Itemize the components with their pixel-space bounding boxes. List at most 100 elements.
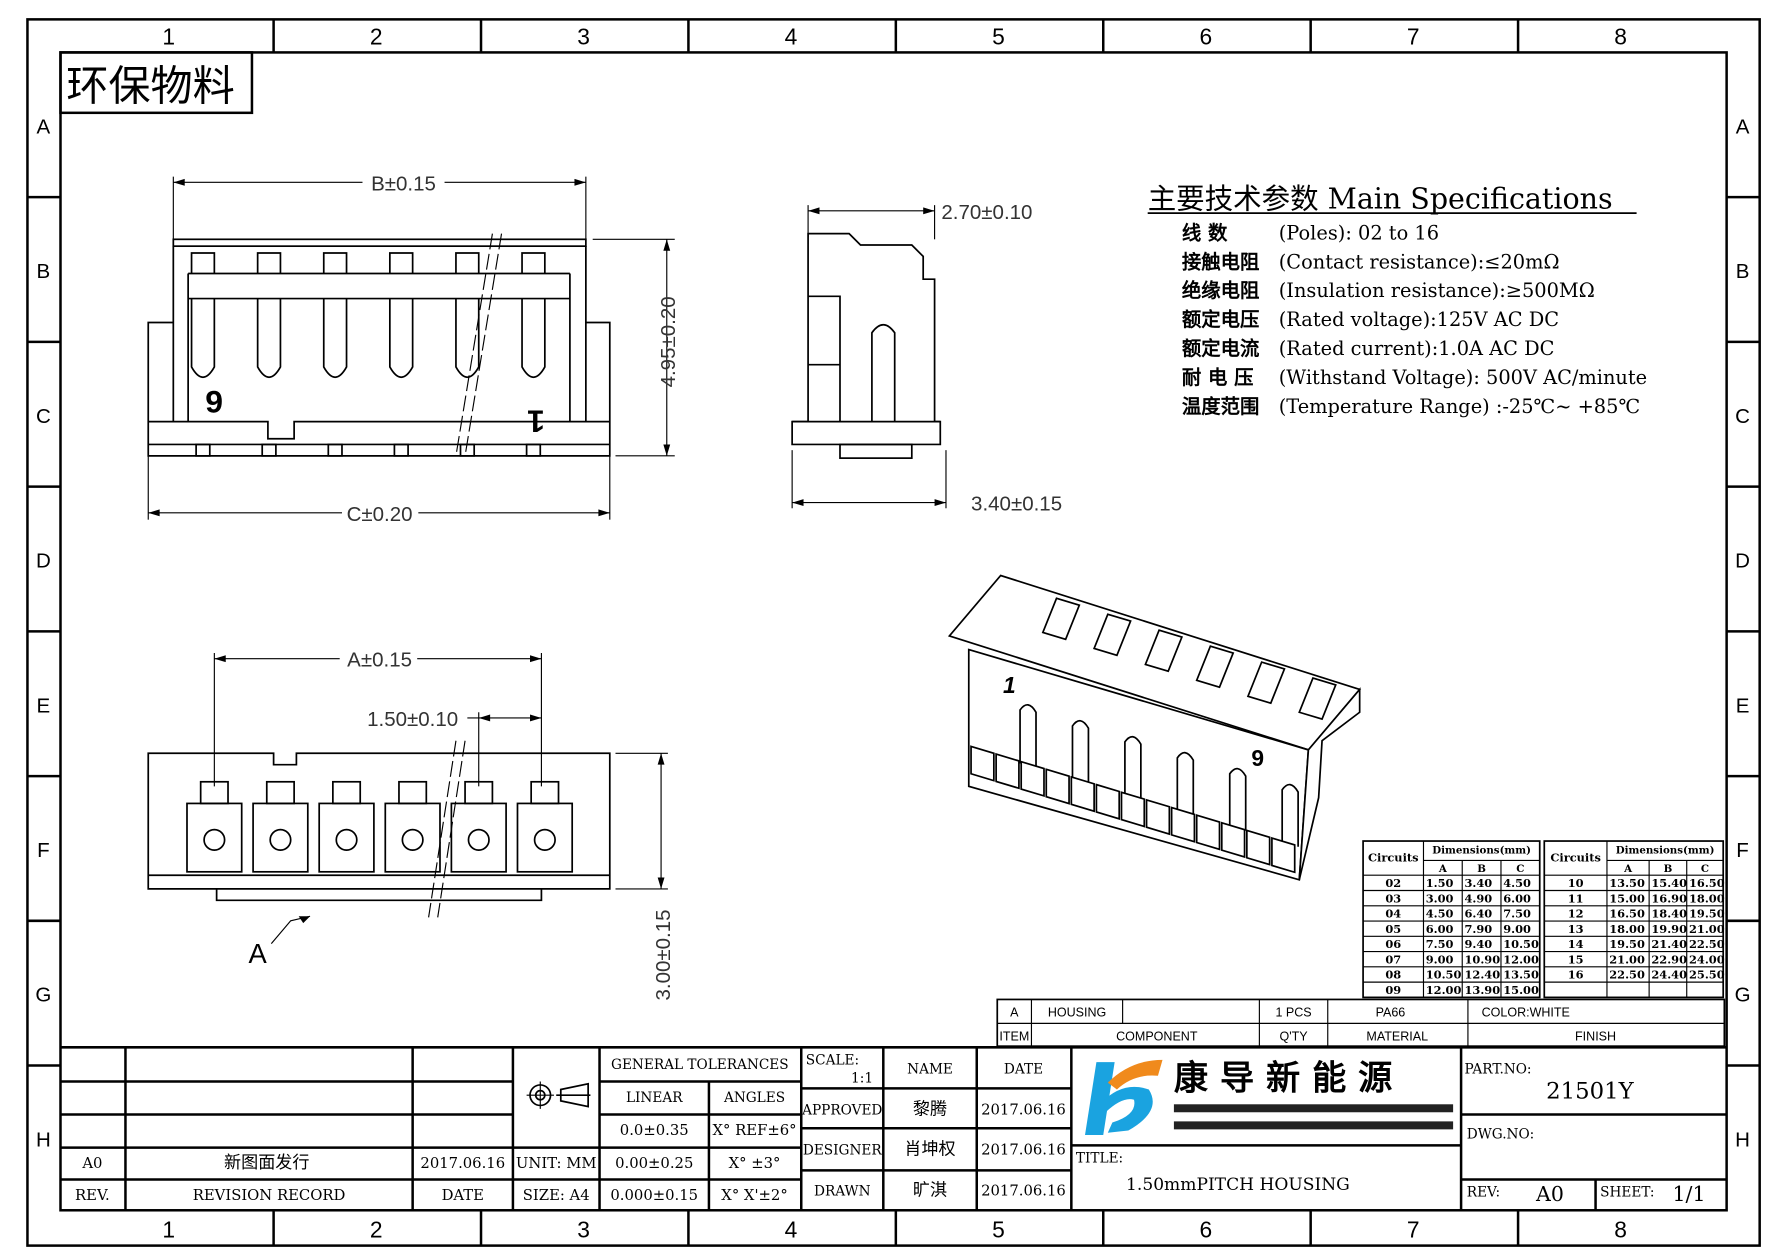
circuit-count: 08 bbox=[1385, 968, 1401, 982]
housing-foot bbox=[327, 443, 343, 457]
dimensions-header: Dimensions(mm) bbox=[1616, 845, 1715, 857]
dimension-value: 22.50 bbox=[1689, 937, 1725, 951]
contact-hole bbox=[467, 828, 490, 852]
front-view: B±0.15 9 1 C±0.20 4.95±0.20 bbox=[147, 172, 680, 526]
revision-date: 2017.06.16 bbox=[420, 1155, 505, 1172]
unit-label: UNIT: MM bbox=[516, 1155, 597, 1172]
circuit-count: 07 bbox=[1385, 952, 1401, 966]
part-qty: 1 PCS bbox=[1275, 1006, 1311, 1020]
part-component: HOUSING bbox=[1048, 1006, 1106, 1020]
tol-angle-3: X° X'±2° bbox=[721, 1187, 787, 1204]
dimension-value: 13.50 bbox=[1503, 968, 1539, 982]
dimension-value: 9.00 bbox=[1426, 952, 1454, 966]
designer-name: 肖坤权 bbox=[904, 1139, 955, 1159]
grid-column-label: 6 bbox=[1199, 1217, 1212, 1243]
iso-tooth bbox=[1120, 791, 1146, 828]
angles-header: ANGLES bbox=[723, 1090, 785, 1106]
dimension-value: 21.00 bbox=[1609, 952, 1645, 966]
housing-tooth bbox=[521, 252, 546, 274]
rev-value: A0 bbox=[1535, 1182, 1564, 1206]
dimension-value: 24.40 bbox=[1651, 968, 1687, 982]
spec-label-cn: 耐 电 压 bbox=[1182, 366, 1254, 389]
contact-tab bbox=[332, 780, 362, 805]
iso-tooth bbox=[1095, 783, 1121, 820]
drawing-title: 1.50mmPITCH HOUSING bbox=[1126, 1175, 1350, 1195]
housing-tooth bbox=[455, 252, 480, 274]
circuit-count: 03 bbox=[1385, 891, 1401, 905]
scale-value: 1:1 bbox=[851, 1071, 873, 1087]
housing-foot bbox=[393, 443, 409, 457]
iso-tooth bbox=[1271, 836, 1296, 874]
grid-row-label: B bbox=[1736, 260, 1750, 283]
grid-row-label: F bbox=[37, 839, 50, 862]
dwg-no-label: DWG.NO: bbox=[1467, 1126, 1535, 1142]
dimension-value: 9.00 bbox=[1503, 922, 1531, 936]
iso-slot bbox=[1228, 767, 1247, 831]
dim-col-header: A bbox=[1623, 863, 1633, 875]
circuit-count: 13 bbox=[1568, 922, 1584, 936]
iso-tooth bbox=[1045, 768, 1070, 805]
header-qty: Q'TY bbox=[1280, 1029, 1309, 1043]
contact-hole bbox=[401, 828, 424, 852]
dimension-value: 13.90 bbox=[1465, 983, 1501, 997]
tol-angle-2: X° ±3° bbox=[729, 1155, 781, 1172]
housing-tooth bbox=[322, 252, 348, 274]
drawn-label: DRAWN bbox=[814, 1183, 871, 1199]
iso-fin bbox=[1092, 613, 1132, 657]
dim-pitch: 1.50±0.10 bbox=[367, 708, 458, 731]
iso-fin bbox=[1246, 661, 1286, 705]
dimension-value: 18.00 bbox=[1689, 891, 1725, 905]
iso-fin bbox=[1041, 597, 1081, 641]
dimension-value: 4.50 bbox=[1503, 876, 1531, 890]
grid-row-label: D bbox=[1735, 550, 1750, 573]
dimension-value: 10.90 bbox=[1465, 952, 1501, 966]
revision-code: A0 bbox=[81, 1155, 102, 1172]
view-a-label: A bbox=[249, 938, 268, 969]
dimension-value: 15.40 bbox=[1651, 876, 1687, 890]
bottom-view: A±0.15 1.50±0.10 3.00±0.15 A bbox=[147, 649, 675, 1001]
housing-slot bbox=[190, 298, 216, 379]
contact-hole bbox=[203, 828, 226, 852]
housing-foot bbox=[525, 443, 542, 457]
dimension-value: 15.00 bbox=[1609, 891, 1645, 905]
circuit-count: 16 bbox=[1568, 968, 1584, 982]
dimension-value: 7.50 bbox=[1426, 937, 1454, 951]
spec-value: (Temperature Range) :-25℃~ +85℃ bbox=[1279, 395, 1640, 418]
part-no-label: PART.NO: bbox=[1465, 1062, 1532, 1078]
header-material: MATERIAL bbox=[1366, 1029, 1428, 1043]
tol-linear-3: 0.000±0.15 bbox=[610, 1187, 698, 1204]
contact-hole bbox=[335, 828, 358, 852]
grid-column-label: 3 bbox=[577, 1217, 590, 1243]
grid-column-label: 5 bbox=[992, 1217, 1005, 1243]
spec-label-cn: 额定电压 bbox=[1182, 308, 1259, 331]
dim-col-header: C bbox=[1701, 863, 1709, 875]
iso-pin-9-label: 9 bbox=[1251, 745, 1264, 771]
dimension-value: 21.00 bbox=[1689, 922, 1725, 936]
dimension-value: 19.50 bbox=[1609, 937, 1645, 951]
tol-linear-1: 0.0±0.35 bbox=[620, 1122, 689, 1139]
dimension-value: 12.40 bbox=[1465, 968, 1501, 982]
circuits-header: Circuits bbox=[1368, 851, 1419, 865]
dimension-value: 13.50 bbox=[1609, 876, 1645, 890]
spec-value: (Withstand Voltage): 500V AC/minute bbox=[1279, 366, 1647, 389]
dim-b: B±0.15 bbox=[371, 172, 436, 195]
eco-material-badge: 环保物料 bbox=[59, 51, 254, 115]
dim-bottom-height: 3.00±0.15 bbox=[652, 909, 675, 1000]
housing-tooth bbox=[388, 252, 414, 274]
dim-col-header: C bbox=[1516, 863, 1524, 875]
projection-symbol-icon bbox=[526, 1081, 591, 1109]
contact-window bbox=[252, 802, 309, 873]
housing-tooth bbox=[256, 252, 282, 274]
contact-window bbox=[450, 802, 507, 873]
dimension-value: 3.40 bbox=[1465, 876, 1493, 890]
grid-column-label: 5 bbox=[992, 23, 1005, 49]
dimension-value: 10.50 bbox=[1503, 937, 1539, 951]
header-revision-record: REVISION RECORD bbox=[193, 1187, 346, 1204]
header-rev: REV. bbox=[75, 1187, 110, 1204]
grid-row-label: H bbox=[1735, 1128, 1750, 1151]
isometric-view: 1 9 bbox=[947, 574, 1362, 881]
side-view: 2.70±0.10 3.40±0.15 bbox=[791, 201, 1062, 516]
dim-height: 4.95±0.20 bbox=[657, 296, 680, 387]
approved-date: 2017.06.16 bbox=[981, 1102, 1066, 1119]
